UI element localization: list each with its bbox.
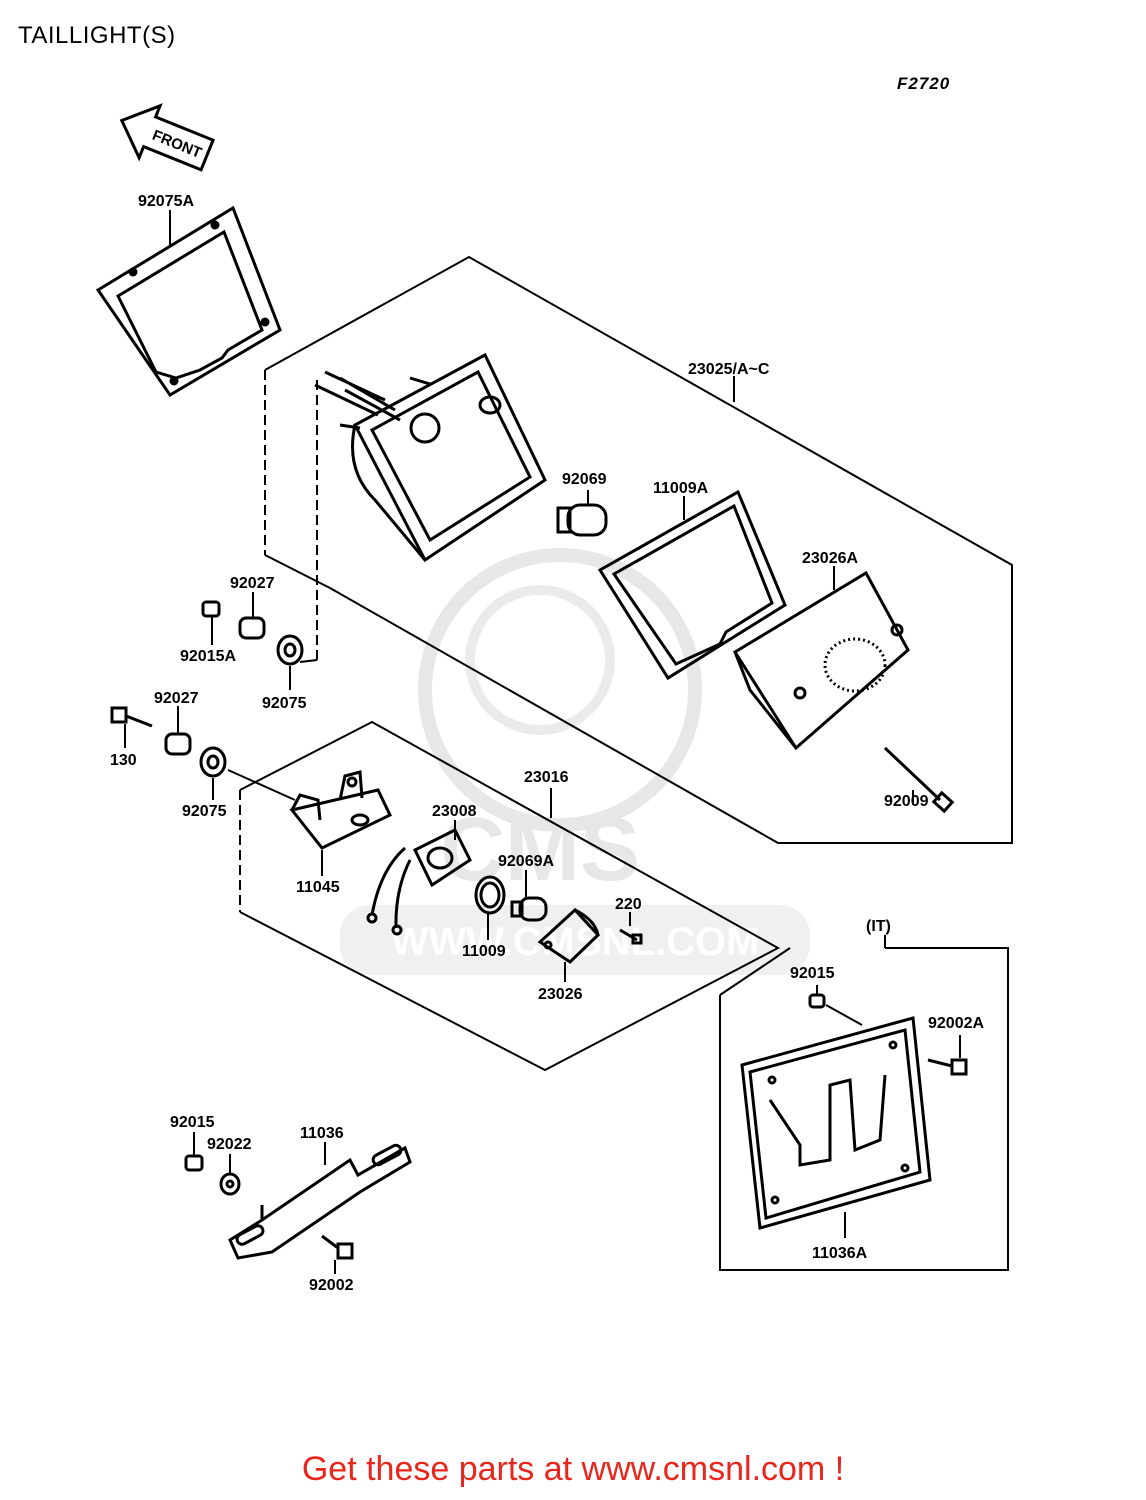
label-11009A: 11009A — [653, 480, 709, 497]
bolt-130 — [110, 706, 153, 728]
collar-92027-upper — [238, 616, 266, 640]
plate-holder-11036a — [740, 1016, 932, 1230]
part-labels: 92075A 23025/A~C 92069 11009A 23026A 920… — [110, 193, 984, 1294]
lens-23026a — [732, 570, 910, 751]
label-92075A: 92075A — [138, 193, 194, 210]
bracket-11036 — [228, 1143, 412, 1260]
label-92069: 92069 — [562, 471, 607, 488]
footer-link[interactable]: Get these parts at www.cmsnl.com ! — [301, 1450, 845, 1488]
label-92027-lower: 92027 — [154, 690, 199, 707]
bolt-92002a — [927, 1058, 968, 1076]
bulb-92069a — [510, 896, 548, 922]
figure-code: F2720 — [897, 74, 951, 93]
assembly-outline-23025 — [264, 255, 1013, 844]
lens-gasket-11009a — [597, 489, 787, 681]
washer-92022 — [219, 1172, 241, 1196]
label-220: 220 — [615, 896, 642, 913]
label-11045: 11045 — [296, 879, 340, 896]
label-92069A: 92069A — [498, 853, 554, 870]
grommet-92075-lower — [199, 746, 227, 778]
label-92002: 92002 — [309, 1277, 354, 1294]
label-23008: 23008 — [432, 803, 477, 820]
variant-box-it — [719, 935, 1009, 1271]
label-92009: 92009 — [884, 793, 929, 810]
label-130: 130 — [110, 752, 137, 769]
label-92002A: 92002A — [928, 1015, 984, 1032]
label-92015-lower: 92015 — [170, 1114, 215, 1131]
o-ring-11009 — [474, 875, 506, 915]
label-23026A: 23026A — [802, 550, 858, 567]
bulb-92069 — [556, 503, 608, 537]
bracket-11045 — [289, 770, 392, 850]
label-92015-it: 92015 — [790, 965, 835, 982]
label-92075-upper: 92075 — [262, 695, 307, 712]
label-11036A: 11036A — [812, 1245, 868, 1262]
label-11036: 11036 — [300, 1125, 344, 1142]
gasket-92075a — [95, 205, 282, 398]
socket-23008 — [366, 827, 472, 936]
label-23026: 23026 — [538, 986, 583, 1003]
label-11009: 11009 — [462, 943, 506, 960]
label-92022: 92022 — [207, 1136, 252, 1153]
bolt-92002 — [321, 1234, 354, 1260]
label-it-variant: (IT) — [866, 918, 891, 935]
label-92027-upper: 92027 — [230, 575, 275, 592]
label-92015A: 92015A — [180, 648, 236, 665]
watermark-main: CMS — [440, 800, 640, 900]
nut-92015a — [201, 600, 221, 618]
nut-92015-lower — [184, 1154, 204, 1172]
label-92075-lower: 92075 — [182, 803, 227, 820]
label-23025: 23025/A~C — [688, 361, 770, 378]
lamp-housing — [314, 352, 547, 563]
label-23016: 23016 — [524, 769, 569, 786]
assembly-outline-23016 — [239, 720, 781, 1072]
screw-220 — [619, 928, 643, 945]
front-arrow-icon: FRONT — [119, 103, 216, 172]
page-title: TAILLIGHT(S) — [18, 22, 176, 49]
lens-23026 — [537, 907, 601, 964]
collar-92027-lower — [164, 732, 192, 756]
screw-92009 — [883, 746, 955, 814]
grommet-92075-upper — [276, 634, 304, 666]
nut-92015-it — [808, 993, 826, 1009]
